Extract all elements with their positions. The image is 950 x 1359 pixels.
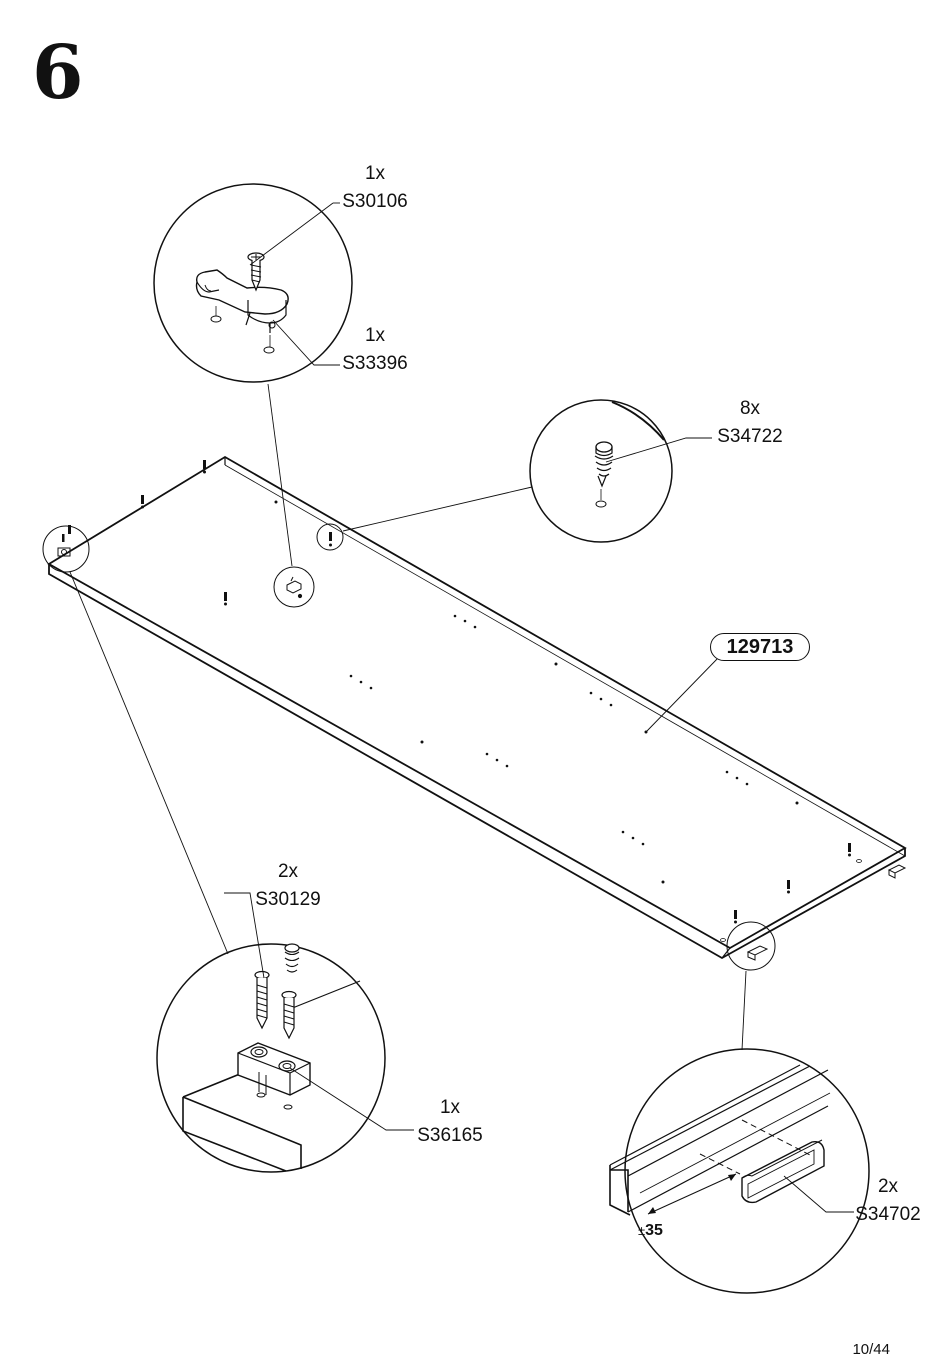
- part-label-s34702: 2x S34702: [854, 1176, 922, 1227]
- panel-id-label: 129713: [710, 633, 810, 661]
- part-label-s30129: 2x S30129: [254, 861, 322, 912]
- part-qty: 1x: [364, 163, 386, 184]
- step-number: 6: [32, 30, 84, 116]
- part-code: S30106: [342, 190, 408, 212]
- part-qty: 1x: [364, 325, 386, 346]
- measurement-prefix: ±: [638, 1223, 646, 1238]
- locator-circle-clip: [273, 566, 315, 608]
- locator-circle-endcap: [726, 921, 776, 971]
- part-label-s34722: 8x S34722: [716, 398, 784, 449]
- detail-dowel: [529, 399, 712, 543]
- panel-board: [47, 455, 907, 960]
- part-code: S33396: [342, 352, 408, 374]
- part-qty: 1x: [439, 1097, 461, 1118]
- detail-endcap: [609, 1048, 870, 1294]
- part-qty: 2x: [277, 861, 299, 882]
- part-code: S30129: [255, 888, 321, 910]
- panel-holes: [274, 500, 799, 884]
- dowel-markers: [62, 460, 851, 924]
- part-code: S36165: [417, 1124, 483, 1146]
- part-qty: 8x: [739, 398, 761, 419]
- leader-lines: [69, 383, 747, 1051]
- locator-circle-dowel: [316, 523, 344, 551]
- part-label-s33396: 1x S33396: [342, 325, 408, 376]
- part-label-s30106: 1x S30106: [342, 163, 408, 214]
- measurement-label: ±35: [638, 1222, 663, 1240]
- detail-clip: [153, 183, 353, 383]
- part-label-s36165: 1x S36165: [416, 1097, 484, 1148]
- measurement-value: 35: [645, 1222, 663, 1239]
- detail-connector: [156, 892, 414, 1173]
- page-number: 10/44: [852, 1341, 890, 1358]
- locator-circle-corner: [42, 525, 90, 573]
- part-code: S34722: [717, 425, 783, 447]
- part-qty: 2x: [877, 1176, 899, 1197]
- part-code: S34702: [855, 1203, 921, 1225]
